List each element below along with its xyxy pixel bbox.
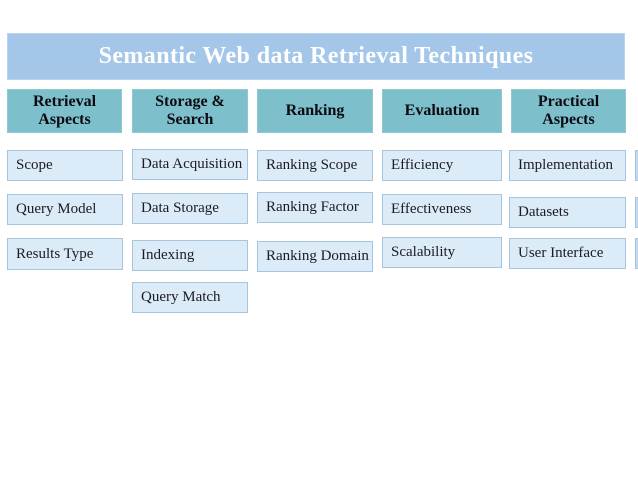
clipped-box-sliver [635, 150, 638, 181]
item-effectiveness: Effectiveness [382, 194, 502, 225]
item-scalability: Scalability [382, 237, 502, 268]
item-ranking-scope: Ranking Scope [257, 150, 373, 181]
slide-title: Semantic Web data Retrieval Techniques [98, 43, 534, 69]
item-ranking-domain: Ranking Domain [257, 241, 373, 272]
item-query-model: Query Model [7, 194, 123, 225]
column-header-practical-aspects: Practical Aspects [511, 89, 626, 133]
item-data-storage: Data Storage [132, 193, 248, 224]
clipped-box-sliver [635, 238, 638, 269]
item-results-type: Results Type [7, 238, 123, 270]
title-banner: Semantic Web data Retrieval Techniques [7, 33, 625, 80]
item-ranking-factor: Ranking Factor [257, 192, 373, 223]
item-scope: Scope [7, 150, 123, 181]
item-indexing: Indexing [132, 240, 248, 271]
clipped-box-sliver [635, 197, 638, 228]
item-implementation: Implementation [509, 150, 626, 181]
column-header-retrieval-aspects: Retrieval Aspects [7, 89, 122, 133]
item-data-acquisition: Data Acquisition [132, 149, 248, 180]
item-datasets: Datasets [509, 197, 626, 228]
column-header-evaluation: Evaluation [382, 89, 502, 133]
item-query-match: Query Match [132, 282, 248, 313]
item-efficiency: Efficiency [382, 150, 502, 181]
item-user-interface: User Interface [509, 238, 626, 269]
column-header-storage-search: Storage & Search [132, 89, 248, 133]
column-header-ranking: Ranking [257, 89, 373, 133]
